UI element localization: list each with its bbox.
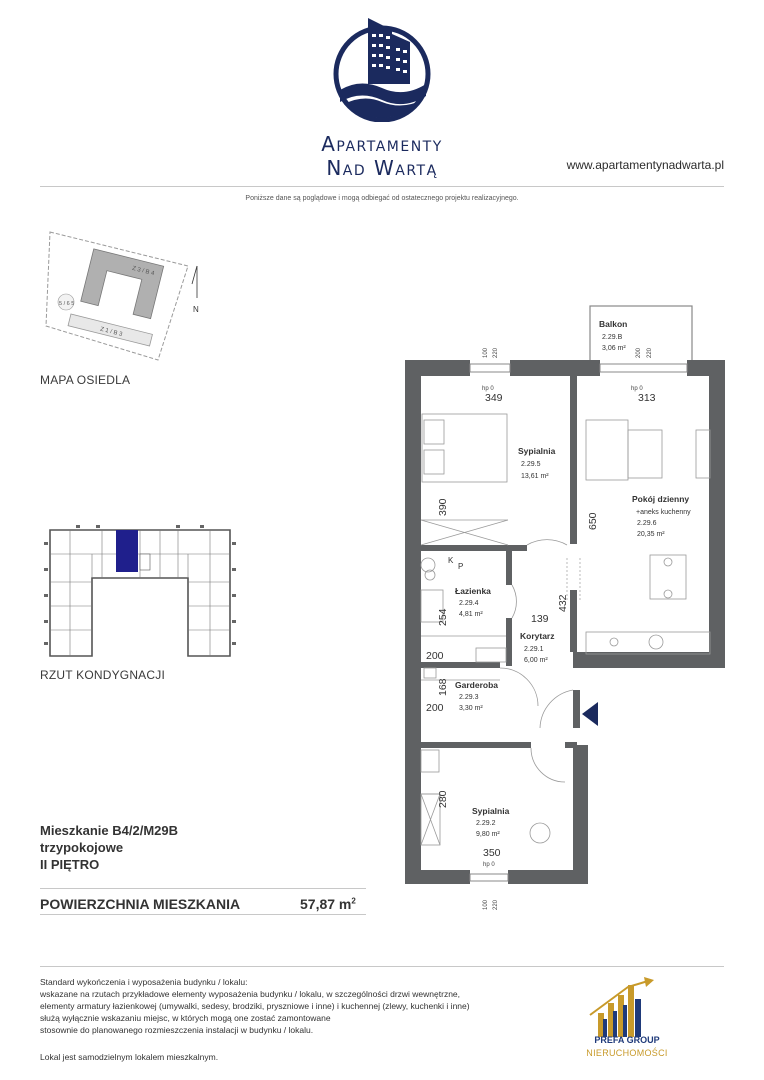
room-lazienka: Łazienka 2.29.4 4,81 m²: [455, 586, 491, 618]
hp0-top-right: hp 0: [631, 386, 643, 392]
brand-line-2: Nad Wartą: [326, 156, 438, 180]
svg-text:Balkon: Balkon: [599, 319, 627, 329]
area-divider-top: [40, 888, 366, 889]
dim-168: 168: [437, 678, 449, 696]
website-link[interactable]: www.apartamentynadwarta.pl: [566, 158, 724, 172]
dim-432: 432: [557, 594, 569, 612]
prefa-name: PREFA GROUP: [594, 1035, 660, 1045]
highlighted-apartment: [116, 530, 138, 572]
north-label: N: [193, 305, 199, 314]
win2-220: 220: [647, 347, 653, 358]
svg-text:2.29.3: 2.29.3: [459, 694, 479, 701]
svg-text:Garderoba: Garderoba: [455, 680, 498, 690]
building-a-label: Z 3 / B 4: [131, 266, 155, 277]
room-korytarz: Korytarz 2.29.1 6,00 m²: [520, 631, 554, 664]
dim-390: 390: [437, 498, 449, 516]
win1-220: 220: [493, 347, 499, 358]
svg-text:3,06 m²: 3,06 m²: [602, 345, 626, 352]
svg-text:Sypialnia: Sypialnia: [472, 806, 510, 816]
dim-650: 650: [587, 512, 599, 530]
standard-line-2: elementy armatury łazienkowej (umywalki,…: [40, 1001, 470, 1011]
svg-text:4,81 m²: 4,81 m²: [459, 611, 483, 618]
entrance-arrow-icon: [582, 702, 598, 726]
area-unit-sup: 2: [351, 896, 356, 906]
win3-100: 100: [483, 899, 489, 910]
svg-text:2.29.6: 2.29.6: [637, 520, 657, 527]
svg-text:2.29.B: 2.29.B: [602, 334, 623, 341]
balcony-outline: [589, 305, 693, 369]
room-sypialnia-1: Sypialnia 2.29.5 13,61 m²: [518, 446, 556, 480]
area-divider-bottom: [40, 914, 366, 915]
brand-line-1: Apartamenty: [321, 132, 443, 156]
building-c-label: 5 / 6 5: [59, 301, 74, 307]
area-value: 57,87 m2: [300, 896, 356, 912]
disclaimer-text: Poniższe dane są poglądowe i mogą odbieg…: [245, 195, 519, 202]
room-balkon: Balkon 2.29.B 3,06 m²: [599, 319, 627, 352]
standard-note: Standard wykończenia i wyposażenia budyn…: [40, 976, 540, 1036]
area-number: 57,87 m: [300, 896, 352, 912]
prefa-subtitle: NIERUCHOMOŚCI: [586, 1048, 668, 1058]
apartamenty-logo: [333, 18, 431, 122]
standard-line-3: służą wyłącznie wskazaniu miejsc, w któr…: [40, 1013, 331, 1023]
win1-100: 100: [483, 347, 489, 358]
standard-line-1: wskazane na rzutach przykładowe elementy…: [40, 989, 461, 999]
win3-220: 220: [493, 899, 499, 910]
svg-text:Łazienka: Łazienka: [455, 586, 491, 596]
site-map: Z 3 / B 4 Z 1 / B 3 5 / 6 5 N: [45, 231, 199, 361]
room-pokoj-dzienny: Pokój dzienny +aneks kuchenny 2.29.6 20,…: [632, 494, 691, 538]
svg-text:2.29.5: 2.29.5: [521, 461, 541, 468]
dim-350: 350: [483, 847, 501, 859]
dim-200-b: 200: [426, 702, 444, 714]
dim-139: 139: [531, 613, 549, 625]
win2-200: 200: [636, 347, 642, 358]
room-garderoba: Garderoba 2.29.3 3,30 m²: [455, 680, 498, 712]
kp-k: K: [448, 556, 454, 565]
kp-p: P: [458, 562, 463, 571]
building-a: Z 3 / B 4: [80, 248, 165, 320]
svg-text:6,00 m²: 6,00 m²: [524, 657, 548, 664]
svg-text:20,35 m²: 20,35 m²: [637, 531, 665, 538]
room-sypialnia-2: Sypialnia 2.29.2 9,80 m²: [472, 806, 510, 838]
svg-text:+aneks kuchenny: +aneks kuchenny: [636, 509, 691, 516]
footer-divider: [40, 966, 724, 967]
standard-line-4: stosownie do planowanego rozmieszczenia …: [40, 1025, 314, 1035]
prefa-logo-icon: [589, 977, 654, 1037]
brand-name: Apartamenty Nad Wartą: [0, 132, 764, 180]
dim-254: 254: [437, 608, 449, 626]
apartment-floor-plan: 100 220 200 220 100 220 hp 0 hp 0 hp 0 3…: [405, 305, 725, 910]
svg-text:2.29.4: 2.29.4: [459, 600, 479, 607]
hp0-top-left: hp 0: [482, 386, 494, 392]
building-b-label: Z 1 / B 3: [99, 327, 123, 338]
hp0-bottom: hp 0: [483, 862, 495, 868]
floor-map-label: RZUT KONDYGNACJI: [40, 668, 165, 682]
apartment-info: Mieszkanie B4/2/M29B trzypokojowe II PIĘ…: [40, 822, 178, 873]
dim-200-a: 200: [426, 650, 444, 662]
standard-line-0: Standard wykończenia i wyposażenia budyn…: [40, 977, 248, 987]
dim-313: 313: [638, 392, 656, 404]
svg-text:3,30 m²: 3,30 m²: [459, 705, 483, 712]
site-map-label: MAPA OSIEDLA: [40, 373, 131, 387]
svg-text:13,61 m²: 13,61 m²: [521, 473, 549, 480]
svg-text:Korytarz: Korytarz: [520, 631, 554, 641]
floor-overview-map: [44, 525, 236, 657]
dim-280: 280: [437, 790, 449, 808]
independent-note: Lokal jest samodzielnym lokalem mieszkal…: [40, 1052, 219, 1062]
header-divider: [40, 186, 724, 187]
dim-349: 349: [485, 392, 503, 404]
apartment-type: trzypokojowe: [40, 840, 124, 855]
area-label: POWIERZCHNIA MIESZKANIA: [40, 896, 241, 912]
svg-text:2.29.2: 2.29.2: [476, 820, 496, 827]
svg-text:Sypialnia: Sypialnia: [518, 446, 556, 456]
svg-text:2.29.1: 2.29.1: [524, 646, 544, 653]
svg-text:Pokój dzienny: Pokój dzienny: [632, 494, 689, 504]
apartment-floor: II PIĘTRO: [40, 857, 100, 872]
building-b: Z 1 / B 3: [67, 313, 153, 347]
apartment-code: Mieszkanie B4/2/M29B: [40, 823, 179, 838]
svg-text:9,80 m²: 9,80 m²: [476, 831, 500, 838]
